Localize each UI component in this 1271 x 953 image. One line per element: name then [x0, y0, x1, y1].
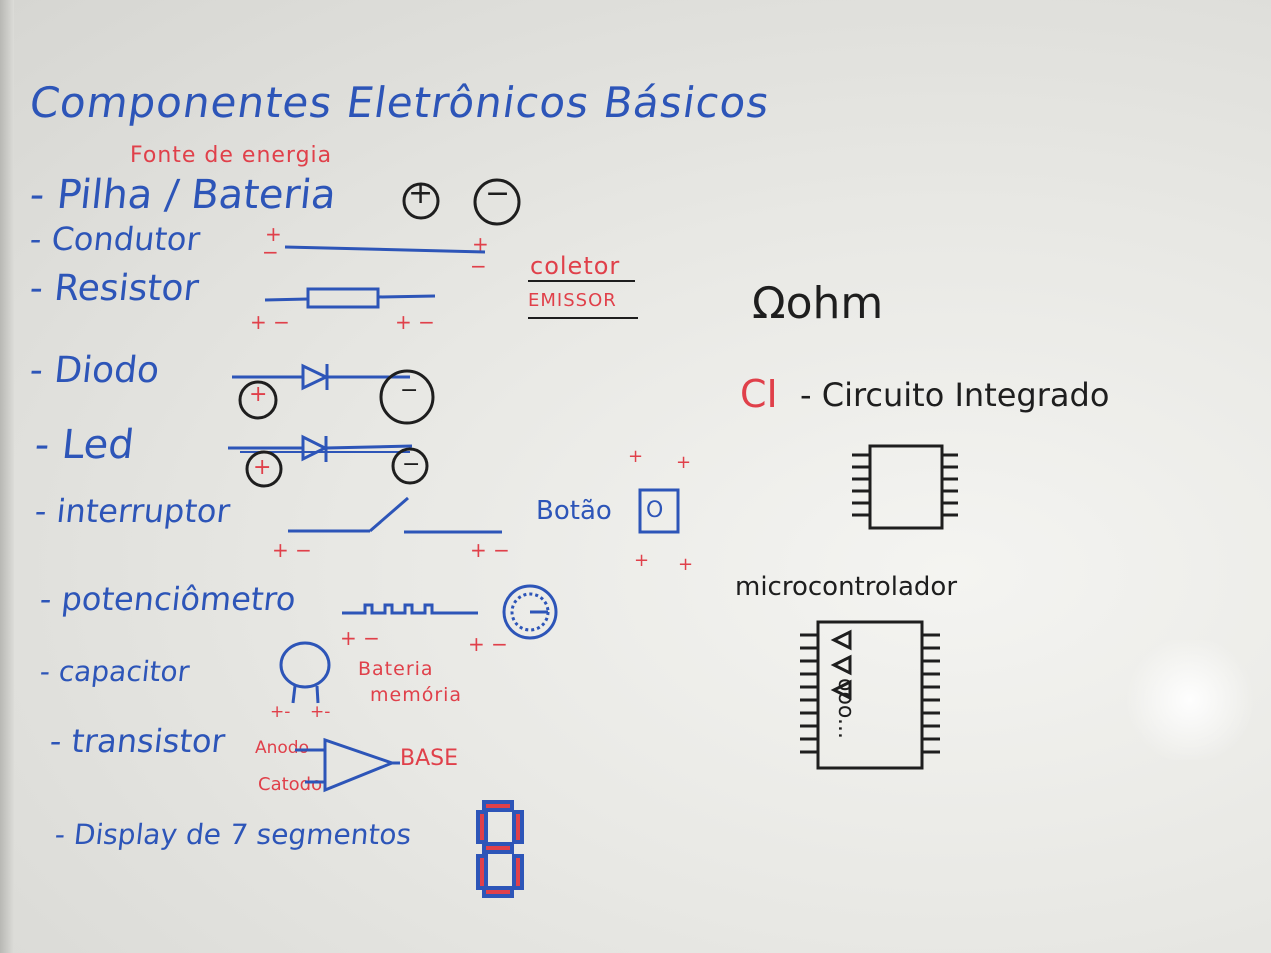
- ci-chip: [852, 444, 958, 530]
- ci-rest: - Circuito Integrado: [800, 376, 1110, 414]
- capacitor-signs-right: +-: [310, 702, 331, 722]
- led-symbol: [228, 434, 413, 462]
- diode-plus-circle: [238, 380, 278, 420]
- diode-plus-sign: +: [249, 382, 268, 407]
- microcontroller-label: microcontrolador: [735, 572, 958, 602]
- battery-plus-circle: [402, 182, 440, 220]
- capacitor-note-line2: memória: [370, 684, 463, 706]
- capacitor-note-line1: Bateria: [358, 658, 434, 680]
- battery-minus-circle: [473, 178, 521, 226]
- ohm-label: Ωohm: [752, 278, 884, 329]
- led-minus-sign: −: [402, 452, 421, 477]
- pot-signs-left: + −: [340, 626, 380, 650]
- resistor-signs-left: + −: [250, 310, 290, 334]
- switch-symbol: [288, 496, 502, 534]
- conductor-wire: [284, 245, 486, 254]
- coletor-note: coletor: [530, 252, 621, 280]
- conductor-plus-right: +: [472, 232, 489, 256]
- botao-plus-br: +: [678, 554, 694, 575]
- led-plus-circle: [245, 450, 283, 488]
- botao-plus-tr: +: [676, 452, 692, 473]
- capacitor-symbol: [279, 641, 331, 704]
- botao-plus-tl: +: [628, 446, 644, 467]
- potentiometer-symbol: [342, 584, 558, 640]
- anodo-note: Anodo: [255, 738, 309, 758]
- emissor-note: EMISSOR: [528, 290, 617, 311]
- capacitor-signs-left: +-: [270, 702, 291, 722]
- botao-box: [638, 488, 680, 534]
- conductor-minus-left: −: [262, 240, 279, 264]
- led-minus-circle: [391, 447, 429, 485]
- botao-symbol: O: [646, 498, 664, 523]
- switch-signs-right: + −: [470, 538, 510, 562]
- base-note: BASE: [400, 746, 459, 771]
- resistor-signs-right: + −: [395, 310, 435, 334]
- microcontroller-chip: [800, 620, 940, 770]
- light-glare: [1120, 640, 1260, 760]
- diode-minus-sign: −: [400, 378, 419, 403]
- led-plus-sign: +: [253, 455, 272, 480]
- catodo-note: Catodo: [258, 774, 323, 795]
- conductor-minus-right: −: [470, 254, 487, 278]
- botao-label: Botão: [536, 496, 612, 526]
- pot-signs-right: + −: [468, 632, 508, 656]
- botao-plus-bl: +: [634, 550, 650, 571]
- power-source-note: Fonte de energia: [130, 143, 333, 168]
- board-frame: [0, 0, 14, 953]
- resistor-symbol: [264, 287, 436, 309]
- seven-segment-display: [476, 800, 524, 898]
- ci-prefix: CI: [740, 372, 778, 416]
- switch-signs-left: + −: [272, 538, 312, 562]
- battery-plus-sign: +: [408, 176, 434, 211]
- conductor-plus-left: +: [265, 222, 282, 246]
- diode-symbol: [232, 363, 410, 391]
- transistor-symbol: [295, 737, 400, 793]
- diode-minus-circle: [379, 369, 435, 425]
